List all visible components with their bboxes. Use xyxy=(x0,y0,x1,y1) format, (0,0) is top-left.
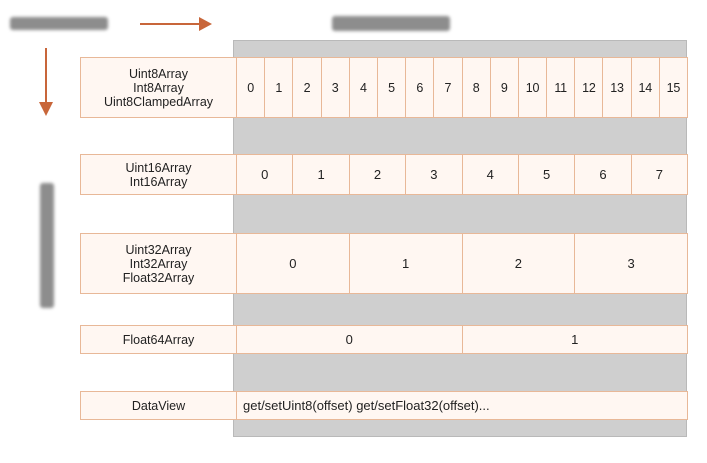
blurred-vertical-label xyxy=(40,183,54,308)
type-label: Float32Array xyxy=(122,270,195,285)
index-cell: 2 xyxy=(461,234,575,293)
index-cell: 1 xyxy=(264,58,292,117)
index-cell: 3 xyxy=(574,234,687,293)
byte-cells-uint16: 0 1 2 3 4 5 6 7 xyxy=(237,154,688,195)
down-arrow-icon xyxy=(39,48,53,116)
index-cell: 3 xyxy=(320,58,349,117)
index-cell: 2 xyxy=(292,58,320,117)
index-cell: 4 xyxy=(348,58,377,117)
index-cell: 2 xyxy=(348,155,405,194)
type-label: Uint16Array xyxy=(125,160,192,175)
index-cell: 8 xyxy=(461,58,490,117)
index-cell: 0 xyxy=(345,332,353,347)
byte-cells-uint8: 0 1 2 3 4 5 6 7 8 9 10 11 12 13 14 15 xyxy=(237,57,688,118)
type-box-dataview: DataView xyxy=(80,391,237,420)
byte-cells-uint32: 0 1 2 3 xyxy=(237,233,688,294)
index-cell: 11 xyxy=(546,58,574,117)
index-cell: 15 xyxy=(658,58,687,117)
type-box-uint32: Uint32Array Int32Array Float32Array xyxy=(80,233,237,294)
type-label: Int16Array xyxy=(129,174,188,189)
index-cell: 1 xyxy=(292,155,348,194)
type-box-float64: Float64Array xyxy=(80,325,237,354)
index-cell: 1 xyxy=(348,234,462,293)
index-cell: 14 xyxy=(630,58,659,117)
index-cell: 5 xyxy=(376,58,405,117)
index-cell: 6 xyxy=(405,58,433,117)
index-cell: 12 xyxy=(574,58,602,117)
index-cell: 0 xyxy=(261,167,269,182)
index-cell: 0 xyxy=(247,80,254,95)
type-label: Uint8Array xyxy=(128,66,189,81)
type-label: Float64Array xyxy=(122,332,195,347)
type-label: Uint8ClampedArray xyxy=(103,94,214,109)
index-cell: 10 xyxy=(517,58,546,117)
right-arrow-icon xyxy=(140,17,212,31)
type-box-uint8: Uint8Array Int8Array Uint8ClampedArray xyxy=(80,57,237,118)
index-cell: 4 xyxy=(461,155,518,194)
blurred-header-label-right xyxy=(332,16,450,31)
type-box-uint16: Uint16Array Int16Array xyxy=(80,154,237,195)
dataview-methods: get/setUint8(offset) get/setFloat32(offs… xyxy=(237,391,688,420)
index-cell: 7 xyxy=(630,155,687,194)
index-cell: 6 xyxy=(574,155,630,194)
type-label: Uint32Array xyxy=(125,242,192,257)
blurred-header-label-left xyxy=(10,17,108,30)
index-cell: 1 xyxy=(461,326,688,353)
index-cell: 3 xyxy=(405,155,461,194)
byte-cells-float64: 0 1 xyxy=(237,325,688,354)
index-cell: 7 xyxy=(433,58,461,117)
dataview-label: DataView xyxy=(131,398,186,413)
index-cell: 9 xyxy=(489,58,518,117)
type-label: Int32Array xyxy=(129,256,188,271)
index-cell: 5 xyxy=(517,155,574,194)
index-cell: 0 xyxy=(289,256,297,271)
type-label: Int8Array xyxy=(133,80,184,95)
index-cell: 13 xyxy=(602,58,630,117)
